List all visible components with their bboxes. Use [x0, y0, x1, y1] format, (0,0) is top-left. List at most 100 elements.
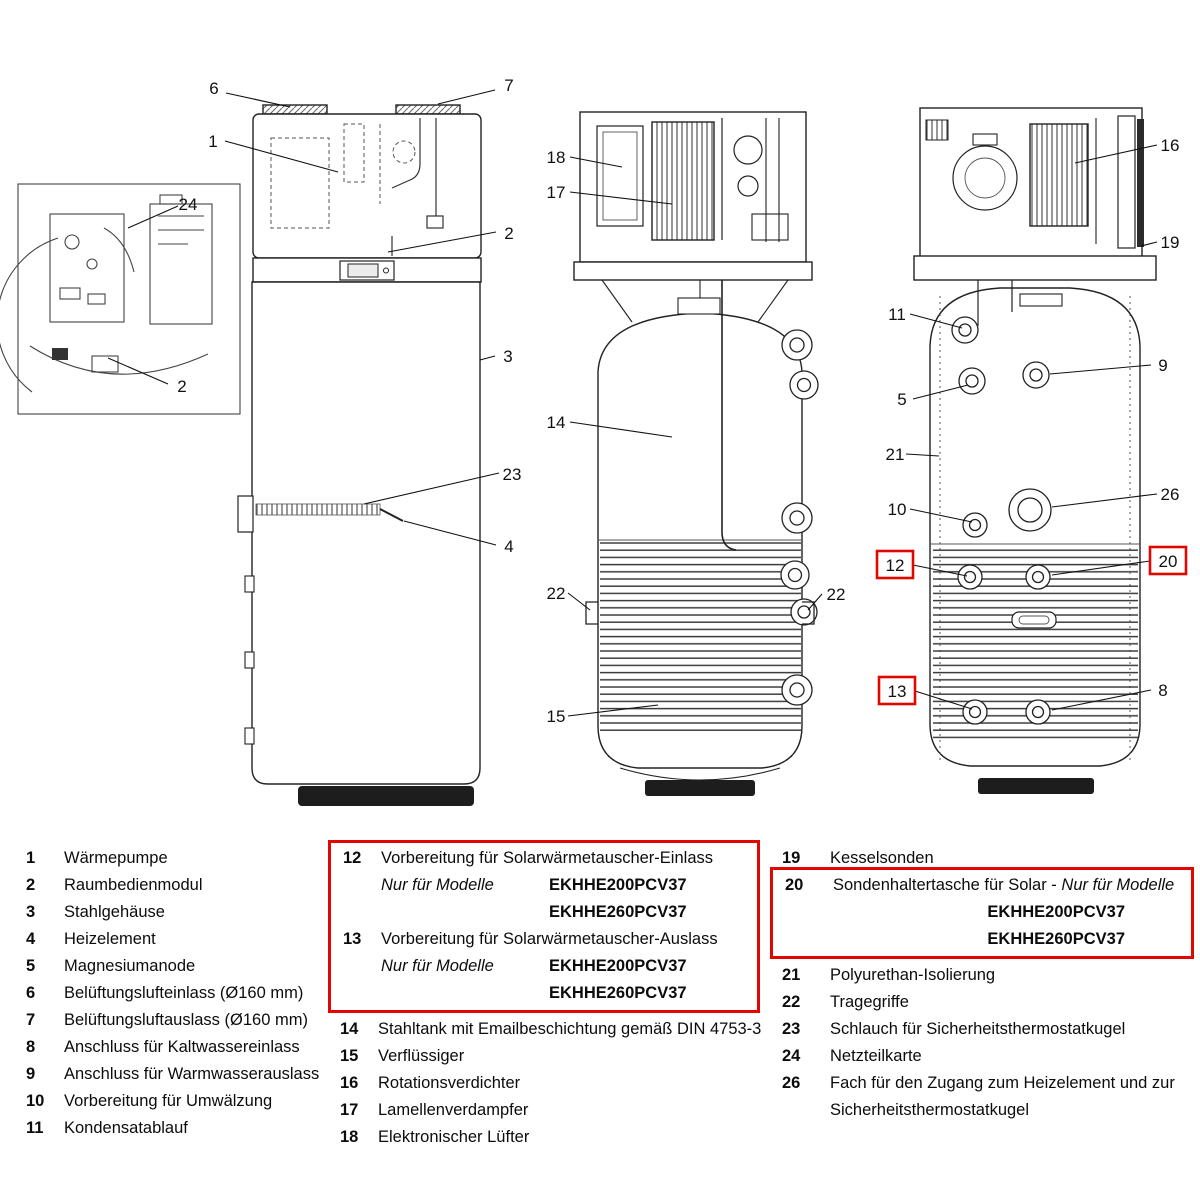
callout-4: 4: [504, 537, 513, 556]
legend-item-12: 12 Vorbereitung für Solarwärmetauscher-Ei…: [343, 845, 753, 926]
legend-item-label: Magnesiumanode: [64, 957, 196, 975]
callout-3: 3: [503, 347, 512, 366]
legend-item-line: Lamellenverdampfer: [378, 1097, 760, 1124]
callout-19: 19: [1161, 233, 1180, 252]
legend-item-label: Belüftungsluftauslass (Ø160 mm): [64, 1011, 308, 1029]
leader-lines-inset: [107, 205, 179, 385]
legend-item-line: Elektronischer Lüfter: [378, 1124, 760, 1151]
base-plinth-middle: [645, 780, 755, 796]
legend-item-number: 13: [343, 930, 362, 948]
air-inlet-vent: [262, 104, 328, 115]
legend-column-2: 12 Vorbereitung für Solarwärmetauscher-Ei…: [328, 840, 761, 1151]
legend-item-10: 10 Vorbereitung für Umwälzung: [26, 1088, 332, 1115]
legend-item-body: Netzteilkarte: [830, 1043, 1194, 1070]
legend-item-number: 15: [340, 1047, 359, 1065]
legend-item-line: Vorbereitung für Solarwärmetauscher-Einl…: [381, 845, 753, 872]
legend-item-number: 19: [782, 849, 801, 867]
legend-item-label: Verflüssiger: [378, 1047, 465, 1065]
legend-item-body: Rotationsverdichter: [378, 1070, 760, 1097]
models-note: Nur für Modelle: [381, 876, 494, 894]
legend-column-3: 19 Kesselsonden 20 Sondenhaltertasche für S…: [770, 845, 1194, 1124]
legend-item-line: Verflüssiger: [378, 1043, 760, 1070]
cutaway-view-drawing: [567, 111, 823, 796]
callout-24: 24: [179, 195, 198, 214]
legend-item-body: Anschluss für Warmwasserauslass: [64, 1061, 332, 1088]
legend-item-body: Elektronischer Lüfter: [378, 1124, 760, 1151]
legend-item-body: Vorbereitung für Umwälzung: [64, 1088, 332, 1115]
rear-view-drawing: [875, 107, 1188, 794]
callout-15: 15: [547, 707, 566, 726]
legend-item-body: Raumbedienmodul: [64, 872, 332, 899]
legend-item-number: 24: [782, 1047, 801, 1065]
legend-item-number: 14: [340, 1020, 359, 1038]
leader-lines-cutaway: [567, 156, 823, 717]
legend-item-number: 21: [782, 966, 801, 984]
legend-item-number: 22: [782, 993, 801, 1011]
callout-labels: 6 7 1 2 3 23 4 24 2 18 17 14 22 22 15 16…: [177, 76, 1179, 726]
legend-item-body: Tragegriffe: [830, 989, 1194, 1016]
condenser-coil: [600, 540, 801, 734]
legend-item-line: Fach für den Zugang zum Heizelement und …: [830, 1070, 1194, 1097]
legend-item-number: 20: [785, 876, 804, 894]
legend-item-label: Schlauch für Sicherheitsthermostatkugel: [830, 1020, 1126, 1038]
legend-item-body: Lamellenverdampfer: [378, 1097, 760, 1124]
legend-item-body: Belüftungsluftauslass (Ø160 mm): [64, 1007, 332, 1034]
legend-item-24: 24 Netzteilkarte: [782, 1043, 1194, 1070]
room-control-module: [49, 213, 125, 323]
legend-item-label: Rotationsverdichter: [378, 1074, 521, 1092]
legend-item-number: 2: [26, 876, 36, 894]
legend-item-body: Verflüssiger: [378, 1043, 760, 1070]
legend-item-2: 2 Raumbedienmodul: [26, 872, 332, 899]
heating-element-flange: [237, 495, 254, 533]
legend-item-line: Anschluss für Warmwasserauslass: [64, 1061, 332, 1088]
callout-18: 18: [547, 148, 566, 167]
base-plinth: [298, 786, 474, 806]
legend-item-number: 1: [26, 849, 36, 867]
legend-item-label: Kesselsonden: [830, 849, 934, 867]
legend-item-line: Anschluss für Kaltwassereinlass: [64, 1034, 332, 1061]
legend-item-number: 10: [26, 1092, 45, 1110]
legend-item-line: Polyurethan-Isolierung: [830, 962, 1194, 989]
callout-21: 21: [886, 445, 905, 464]
heating-element-coil: [255, 503, 381, 516]
connection-ports: [951, 316, 1052, 725]
legend-item-label: Tragegriffe: [830, 993, 909, 1011]
inset-detail-drawing: [0, 183, 241, 415]
legend-item-label: Sondenhaltertasche für Solar -: [833, 876, 1057, 894]
legend-item-number: 12: [343, 849, 362, 867]
legend-item-body: Stahlgehäuse: [64, 899, 332, 926]
legend-item-line: Stahlgehäuse: [64, 899, 332, 926]
carry-handle-left: [585, 601, 598, 625]
legend-item-label: Elektronischer Lüfter: [378, 1128, 530, 1146]
legend-item-number: 23: [782, 1020, 801, 1038]
models-note: Nur für Modelle: [381, 957, 494, 975]
legend-item-line: Kesselsonden: [830, 845, 1194, 872]
legend-item-label: Vorbereitung für Solarwärmetauscher-Einl…: [381, 849, 713, 867]
legend-item-15: 15 Verflüssiger: [340, 1043, 760, 1070]
legend-item-19: 19 Kesselsonden: [782, 845, 1194, 872]
legend-item-line: Belüftungsluftauslass (Ø160 mm): [64, 1007, 332, 1034]
callout-13: 13: [888, 682, 907, 701]
legend-item-number: 6: [26, 984, 36, 1002]
highlight-box-20: [1148, 545, 1188, 576]
legend-item-body: Belüftungslufteinlass (Ø160 mm): [64, 980, 332, 1007]
legend-item-label: Polyurethan-Isolierung: [830, 966, 996, 984]
legend-item-line: Netzteilkarte: [830, 1043, 1194, 1070]
legend-item-line: Vorbereitung für Solarwärmetauscher-Ausl…: [381, 926, 753, 953]
legend-item-body: Vorbereitung für Solarwärmetauscher-Ausl…: [381, 926, 753, 1007]
legend-item-number: 4: [26, 930, 36, 948]
callout-10: 10: [888, 500, 907, 519]
legend-item-label: Belüftungslufteinlass (Ø160 mm): [64, 984, 304, 1002]
model-number: EKHHE260PCV37: [987, 930, 1125, 948]
